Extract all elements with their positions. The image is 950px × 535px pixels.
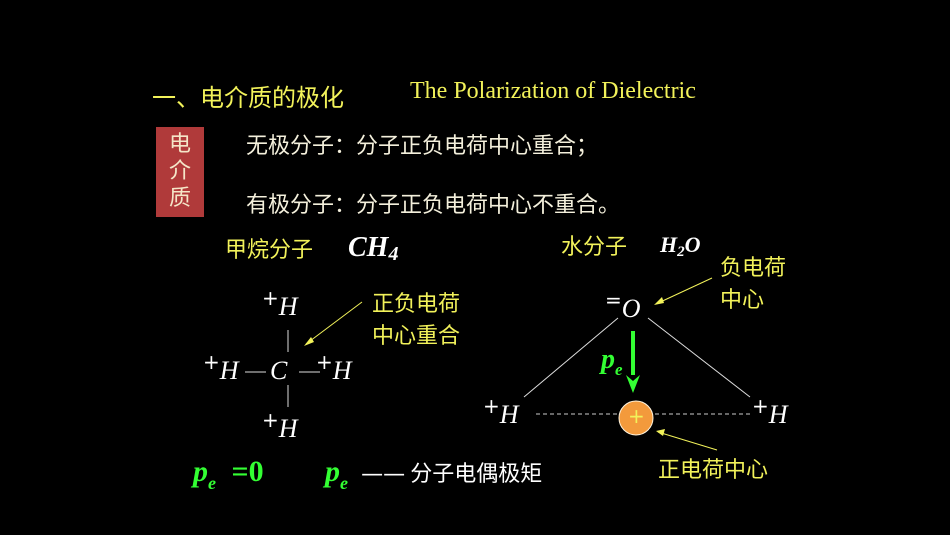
water-h-right: +H xyxy=(752,394,788,429)
title-english: The Polarization of Dielectric xyxy=(410,78,696,104)
water-h-left: +H xyxy=(483,394,519,429)
title-chinese: 一、电介质的极化 xyxy=(152,84,344,112)
neg-center-label-1: 负电荷 xyxy=(720,256,787,281)
methane-h-bottom: +H xyxy=(262,408,298,443)
methane-annotation-2: 中心重合 xyxy=(372,324,461,349)
water-oxygen: =O xyxy=(605,288,641,323)
nonpolar-definition: 无极分子：分子正负电荷中心重合； xyxy=(246,134,599,159)
water-moment: pe xyxy=(601,344,623,379)
water-formula: H2O xyxy=(660,232,701,260)
methane-h-left: +H xyxy=(203,350,239,385)
methane-c: C xyxy=(270,356,288,385)
tag-char: 质 xyxy=(168,186,191,211)
methane-label: 甲烷分子 xyxy=(225,238,314,263)
methane-formula: CH4 xyxy=(348,232,399,265)
moment-legend: pe —— 分子电偶极矩 xyxy=(325,455,543,493)
pos-center-label: 正电荷中心 xyxy=(658,458,769,483)
positive-center-plus: + xyxy=(628,404,645,428)
tag-char: 介 xyxy=(168,159,191,184)
dielectric-tag: 电 介 质 xyxy=(156,127,204,217)
methane-moment: pe =0 xyxy=(193,455,264,493)
neg-center-label-2: 中心 xyxy=(720,288,765,313)
water-label: 水分子 xyxy=(561,235,628,260)
methane-formula-sub: 4 xyxy=(388,243,399,265)
methane-h-top: +H xyxy=(262,286,298,321)
methane-h-right: +H xyxy=(316,350,352,385)
tag-char: 电 xyxy=(168,132,191,157)
methane-formula-main: CH xyxy=(348,232,389,263)
methane-annotation-1: 正负电荷 xyxy=(372,292,461,317)
polar-definition: 有极分子：分子正负电荷中心不重合。 xyxy=(246,193,621,218)
